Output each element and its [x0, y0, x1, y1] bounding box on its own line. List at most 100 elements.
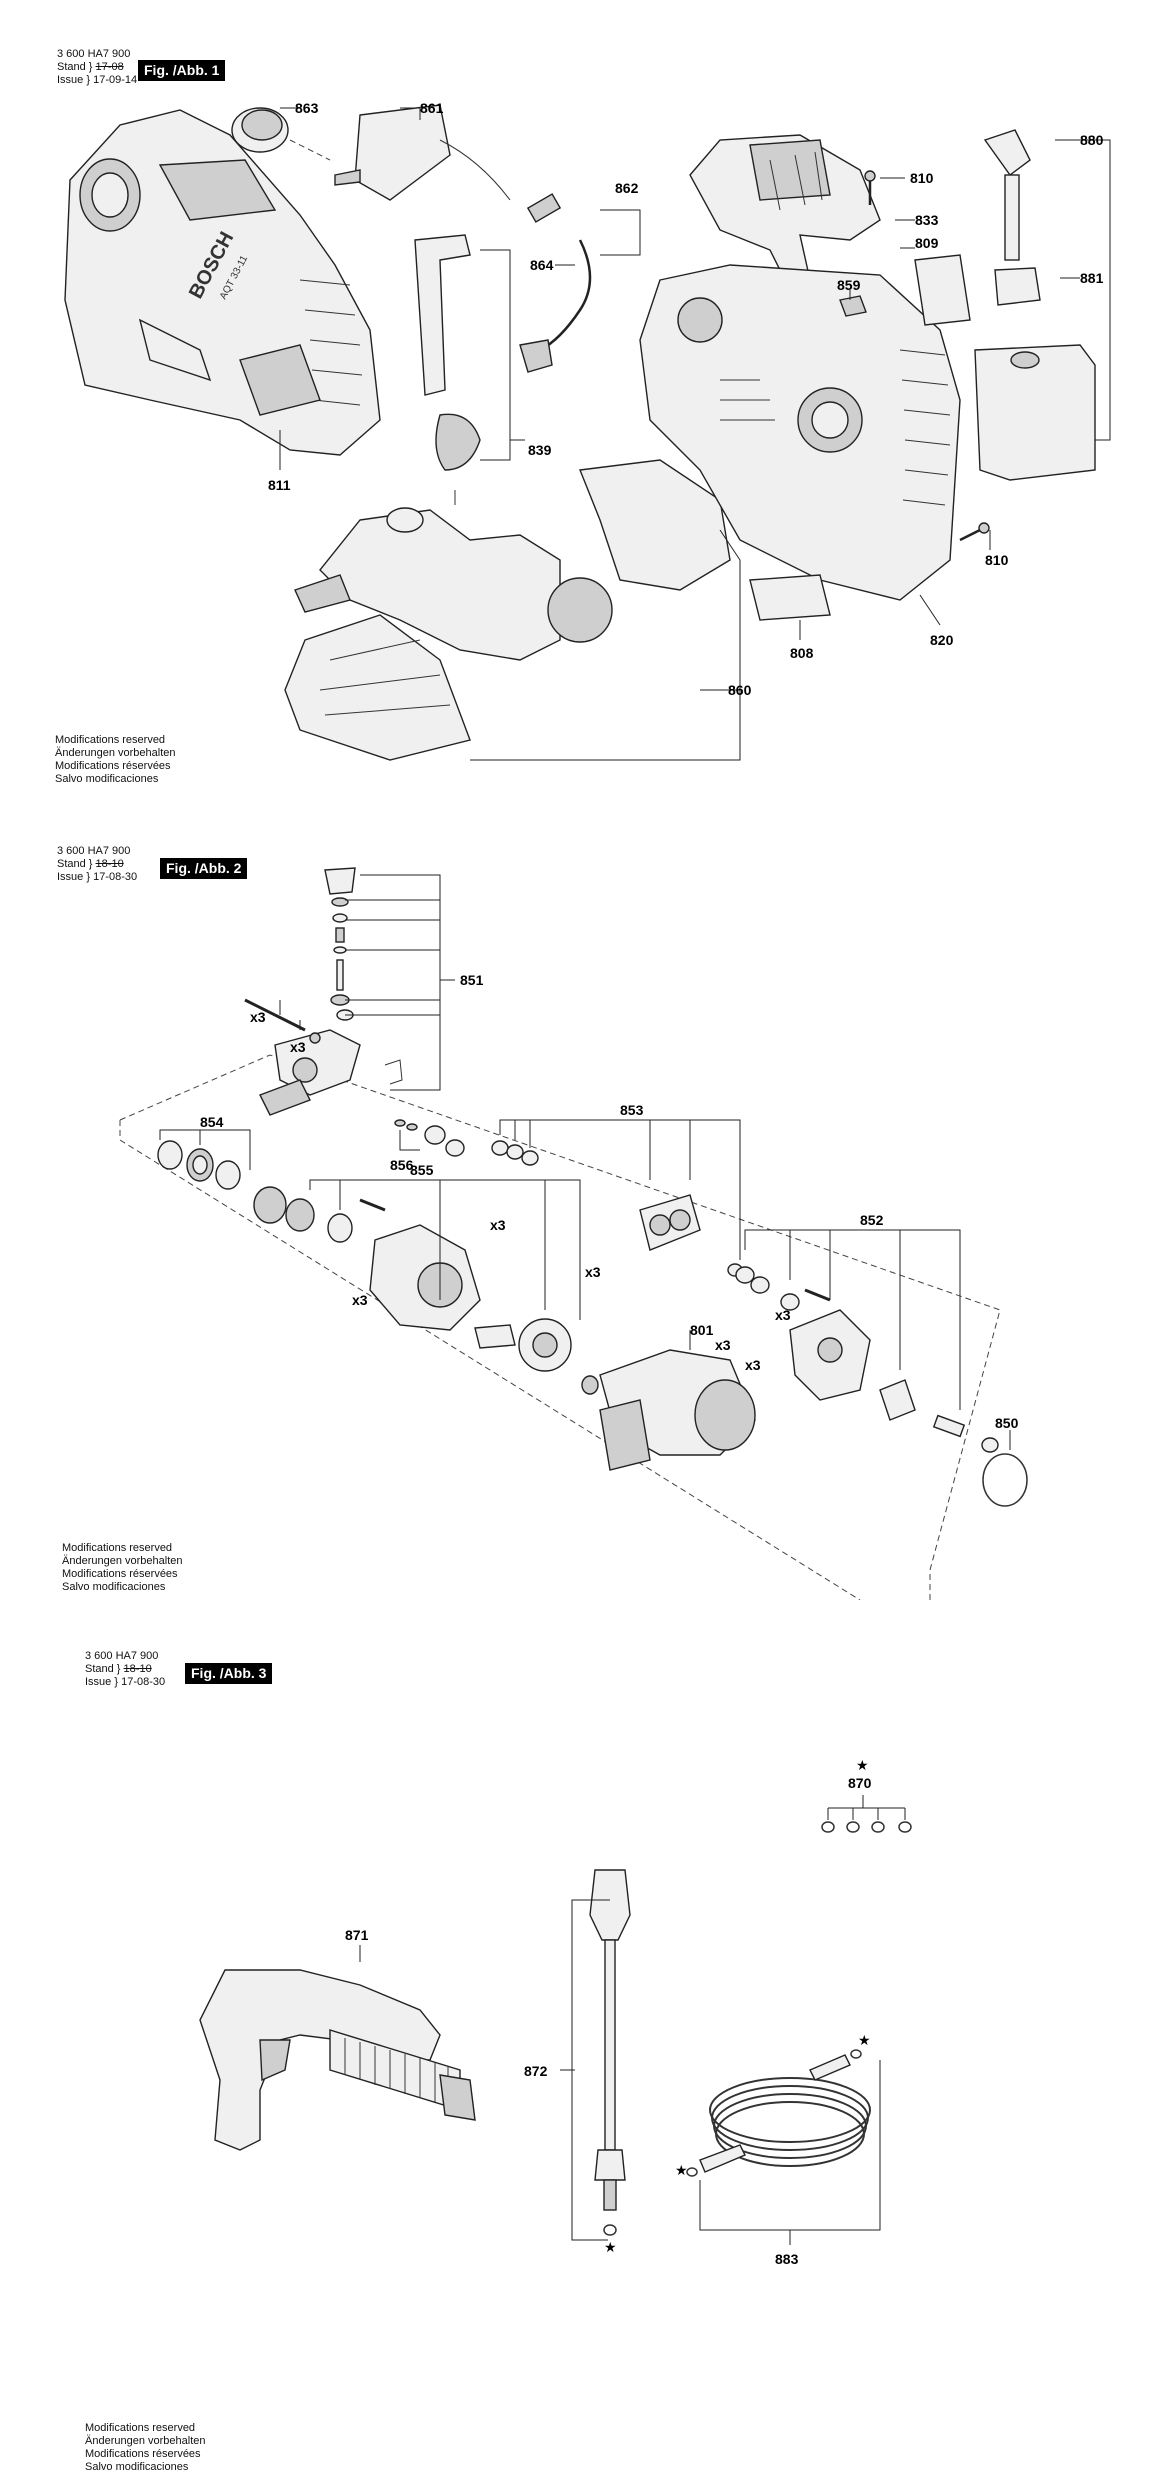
qty-x3: x3 — [585, 1264, 601, 1280]
star-icon: ★ — [858, 2033, 871, 2049]
housing-part: BOSCH AQT 33-11 — [64, 109, 381, 456]
callout-820: 820 — [930, 632, 954, 648]
modifications-note: Modifications reserved Änderungen vorbeh… — [62, 1542, 182, 1594]
figure-badge: Fig. /Abb. 2 — [160, 858, 248, 879]
callout-863: 863 — [295, 100, 319, 116]
valve-stack-part — [259, 867, 403, 1116]
knob-part — [231, 107, 331, 161]
trigger-gun-part — [199, 1969, 476, 2151]
callout-883: 883 — [775, 2251, 799, 2267]
clip-part — [839, 295, 867, 317]
figure-3: 3 600 HA7 900 Stand } 18-10 Issue } 17-0… — [0, 1640, 1168, 2480]
issue-value: 17-08-30 — [121, 1676, 166, 1688]
exploded-view-1: BOSCH AQT 33-11 — [64, 100, 1111, 761]
rear-housing-part — [639, 264, 961, 601]
callout-855: 855 — [410, 1162, 434, 1178]
qty-x3: x3 — [745, 1357, 761, 1373]
note-line-fr: Modifications réservées — [55, 760, 171, 772]
leader-lines — [279, 107, 1111, 761]
issue-value: 17-09-14 — [93, 74, 138, 86]
stand-value: 17-08 — [95, 61, 124, 73]
figure-header: 3 600 HA7 900 Stand } 17-08 Issue } 17-0… — [57, 48, 138, 86]
callout-808: 808 — [790, 645, 814, 661]
qty-x3: x3 — [715, 1337, 731, 1353]
crank-housing-part — [285, 1198, 572, 1372]
exploded-view-3: 870 871 872 883 ★ ★ ★ ★ — [199, 1758, 912, 2267]
note-line-en: Modifications reserved — [62, 1542, 173, 1554]
motor-part — [581, 1349, 756, 1471]
callout-809: 809 — [915, 235, 939, 251]
note-line-es: Salvo modificaciones — [55, 773, 159, 785]
leader-lines — [359, 1899, 881, 2245]
hose-holder-part — [414, 234, 481, 505]
note-line-de: Änderungen vorbehalten — [55, 747, 176, 759]
issue-label: Issue — [85, 1676, 112, 1688]
note-line-en: Modifications reserved — [55, 734, 166, 746]
bearing-part — [157, 1140, 287, 1224]
callout-860: 860 — [728, 682, 752, 698]
callout-811: 811 — [268, 477, 291, 493]
callout-854: 854 — [200, 1114, 224, 1130]
callout-856: 856 — [390, 1157, 414, 1173]
star-icon: ★ — [856, 1758, 869, 1774]
stand-label: Stand — [85, 1663, 114, 1675]
hose-part — [686, 2049, 871, 2177]
callout-833: 833 — [915, 212, 939, 228]
bolt-part — [244, 998, 321, 1044]
modifications-note: Modifications reserved Änderungen vorbeh… — [55, 734, 175, 786]
issue-label: Issue — [57, 871, 84, 883]
seal-part — [394, 1119, 465, 1157]
lance-part — [589, 1869, 631, 2236]
callout-864: 864 — [530, 257, 554, 273]
qty-x3: x3 — [250, 1009, 266, 1025]
note-line-fr: Modifications réservées — [85, 2448, 201, 2460]
callout-839: 839 — [528, 442, 552, 458]
note-line-de: Änderungen vorbehalten — [85, 2435, 206, 2447]
callout-872: 872 — [524, 2063, 548, 2079]
figure-header: 3 600 HA7 900 Stand } 18-10 Issue } 17-0… — [85, 1650, 166, 1688]
screw-part — [864, 170, 990, 542]
figure-badge: Fig. /Abb. 3 — [185, 1663, 273, 1684]
figure-badge: Fig. /Abb. 1 — [138, 60, 226, 81]
handle-part — [689, 134, 881, 291]
leader-lines — [159, 874, 1011, 1450]
note-line-fr: Modifications réservées — [62, 1568, 178, 1580]
qty-x3: x3 — [490, 1217, 506, 1233]
note-line-en: Modifications reserved — [85, 2422, 196, 2434]
doc-number: 3 600 HA7 900 — [57, 48, 131, 60]
note-line-es: Salvo modificaciones — [85, 2461, 189, 2473]
figure-1: 3 600 HA7 900 Stand } 17-08 Issue } 17-0… — [0, 0, 1168, 800]
modifications-note: Modifications reserved Änderungen vorbeh… — [85, 2422, 205, 2474]
star-icon: ★ — [604, 2240, 617, 2256]
callout-880: 880 — [1080, 132, 1104, 148]
note-line-de: Änderungen vorbehalten — [62, 1555, 183, 1567]
callout-801: 801 — [690, 1322, 714, 1338]
o-ring-set-part — [821, 1795, 912, 1833]
doc-number: 3 600 HA7 900 — [57, 845, 131, 857]
callout-851: 851 — [460, 972, 484, 988]
callout-852: 852 — [860, 1212, 884, 1228]
stand-label: Stand — [57, 858, 86, 870]
issue-label: Issue — [57, 74, 84, 86]
label-sheets — [749, 254, 971, 621]
callout-810-top: 810 — [910, 170, 934, 186]
callout-859: 859 — [837, 277, 861, 293]
callout-861: 861 — [420, 100, 444, 116]
issue-value: 17-08-30 — [93, 871, 138, 883]
qty-x3: x3 — [775, 1307, 791, 1323]
callout-862: 862 — [615, 180, 639, 196]
pump-head-part — [735, 1266, 999, 1453]
exploded-view-2: 851 856 853 854 855 852 850 801 x3 x3 x3… — [119, 867, 1028, 1600]
star-icon: ★ — [675, 2163, 688, 2179]
motor-assembly-part — [284, 459, 731, 761]
callout-810-bottom: 810 — [985, 552, 1009, 568]
figure-header: 3 600 HA7 900 Stand } 18-10 Issue } 17-0… — [57, 845, 138, 883]
figure-2: 3 600 HA7 900 Stand } 18-10 Issue } 17-0… — [0, 830, 1168, 1600]
callout-850: 850 — [995, 1415, 1019, 1431]
note-line-es: Salvo modificaciones — [62, 1581, 166, 1593]
stand-value: 18-10 — [123, 1663, 152, 1675]
stand-label: Stand — [57, 61, 86, 73]
cable-part — [519, 193, 592, 373]
switch-part — [334, 104, 511, 201]
qty-x3: x3 — [352, 1292, 368, 1308]
